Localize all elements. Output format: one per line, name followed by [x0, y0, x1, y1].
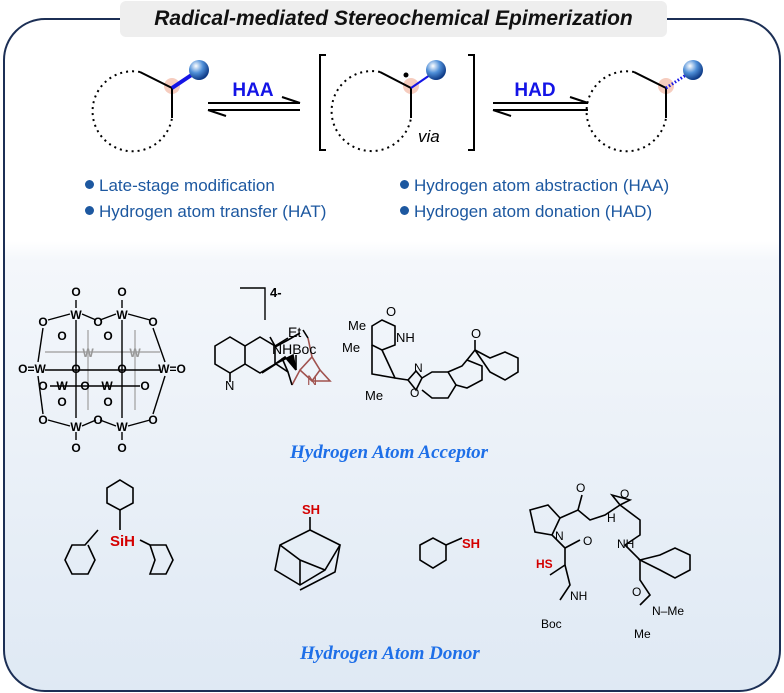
atom-o: O: [57, 395, 66, 409]
carbonyl-o-label: O: [386, 304, 396, 319]
atom-o: O: [117, 441, 126, 455]
atom-o: O: [140, 379, 149, 393]
atom-o: O: [57, 329, 66, 343]
atom-o: O: [117, 362, 126, 376]
thiophenol-sh-label: SH: [462, 536, 480, 551]
nme-label: N–Me: [652, 604, 684, 618]
bullet-text: Hydrogen atom abstraction (HAA): [414, 176, 670, 195]
nhboc-label: NHBoc: [272, 341, 316, 357]
atom-o: O: [80, 379, 89, 393]
atom-o: O: [71, 285, 80, 299]
atom-o: O: [148, 315, 157, 329]
peptide-o-label: O: [632, 585, 641, 599]
me-label: Me: [342, 340, 360, 355]
atom-w-eq-o: W=O: [158, 362, 186, 376]
bullet-text: Hydrogen atom transfer (HAT): [99, 202, 327, 221]
decatungstate-structure: [37, 287, 266, 440]
atom-o: O: [38, 315, 47, 329]
adamantanethiol: [274, 517, 342, 591]
atom-w: W: [129, 346, 141, 360]
quinoline-links: [261, 329, 309, 386]
proline-n-label: N: [555, 529, 564, 543]
atom-w: W: [70, 308, 82, 322]
radical-intermediate: [319, 54, 475, 153]
peptide-nh-label: H: [607, 511, 616, 525]
bullet-dot-icon: [400, 206, 409, 215]
decatungstate-atoms: O O W W O O O O O W W O=W O O W=O W W O …: [18, 285, 186, 455]
atom-w: W: [116, 420, 128, 434]
oxazole-o-label: O: [410, 386, 419, 400]
peptide-nh-label: NH: [570, 589, 587, 603]
me-label: Me: [365, 388, 383, 403]
atom-o: O: [103, 329, 112, 343]
oxazole-n-label: N: [414, 361, 423, 375]
atom-o: O: [117, 285, 126, 299]
bullet-text: Late-stage modification: [99, 176, 275, 195]
atom-o: O: [103, 395, 112, 409]
me-label: Me: [634, 627, 651, 641]
peptide-o-label: O: [583, 534, 592, 548]
et-label: Et: [288, 324, 301, 340]
quinuclidine-n-label: N: [307, 372, 317, 388]
peptide-nh-label: NH: [617, 537, 634, 551]
thiophenol: [419, 537, 463, 569]
atom-o-eq-w: O=W: [18, 362, 46, 376]
via-label: via: [418, 127, 440, 146]
quinuclidine-ring: [291, 337, 332, 386]
bullet-dot-icon: [85, 206, 94, 215]
peptide-o-label: O: [576, 481, 585, 495]
equilibrium-arrow-haa: [207, 96, 301, 117]
bullet-haa: Hydrogen atom abstraction (HAA): [400, 176, 669, 196]
quinoline-n-label: N: [225, 378, 234, 393]
peptide-thiol-catalyst: [529, 493, 691, 606]
atom-w: W: [82, 346, 94, 360]
me-label: Me: [348, 318, 366, 333]
bullet-text: Hydrogen atom donation (HAD): [414, 202, 653, 221]
cys-hs-label: HS: [536, 557, 553, 571]
atom-w: W: [56, 379, 68, 393]
peptide-o-label: O: [620, 487, 629, 501]
atom-o: O: [93, 315, 102, 329]
epimer-product: [585, 60, 703, 153]
donor-section-label: Hydrogen Atom Donor: [300, 643, 480, 664]
scheme-frame: [3, 18, 781, 692]
atom-o: O: [38, 379, 47, 393]
atom-w: W: [101, 379, 113, 393]
bullet-dot-icon: [85, 180, 94, 189]
ketone-o-label: O: [471, 326, 481, 341]
atom-w: W: [116, 308, 128, 322]
haa-label: HAA: [232, 80, 273, 101]
adamantyl-sh-label: SH: [302, 502, 320, 517]
lactam-benzoxazole-catalyst: [371, 319, 519, 399]
atom-o: O: [71, 362, 80, 376]
acceptor-section-label: Hydrogen Atom Acceptor: [290, 442, 489, 463]
bullet-late-stage: Late-stage modification: [85, 176, 275, 196]
bullet-hat: Hydrogen atom transfer (HAT): [85, 202, 326, 222]
atom-o: O: [38, 413, 47, 427]
nh-label: NH: [396, 330, 415, 345]
substrate-molecule: [91, 60, 209, 153]
quinuclidine-catalyst: [214, 332, 301, 382]
atom-o: O: [71, 441, 80, 455]
had-label: HAD: [514, 80, 555, 101]
bullet-dot-icon: [400, 180, 409, 189]
atom-o: O: [93, 413, 102, 427]
sih-label: SiH: [110, 533, 135, 550]
atom-w: W: [70, 420, 82, 434]
triphenylsilane: [64, 479, 174, 575]
atom-o: O: [148, 413, 157, 427]
bullet-had: Hydrogen atom donation (HAD): [400, 202, 652, 222]
equilibrium-arrow-had: [492, 96, 589, 117]
boc-label: Boc: [541, 617, 562, 631]
figure-title: Radical-mediated Stereochemical Epimeriz…: [120, 1, 667, 37]
charge-label: 4-: [270, 285, 282, 300]
